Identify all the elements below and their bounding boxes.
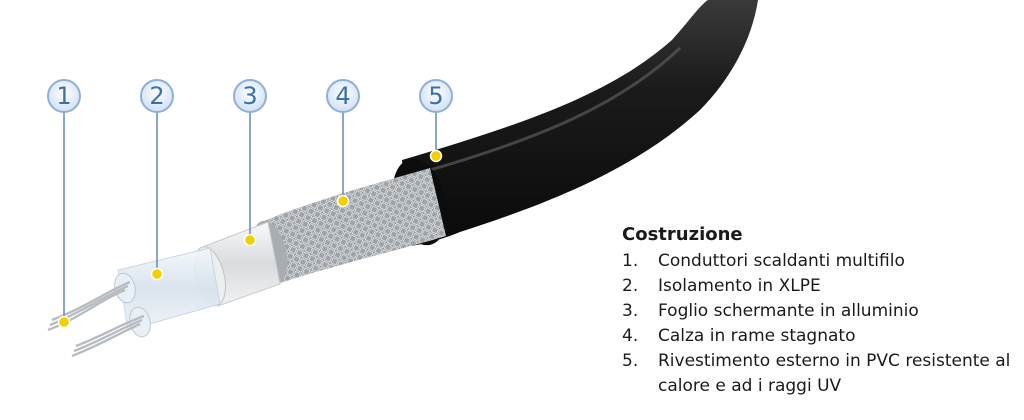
legend-item-text: Calza in rame stagnato [658,326,856,346]
legend-item: 2. Isolamento in XLPE [622,274,1022,299]
legend-item-number: 3. [622,301,639,321]
legend-item: 4. Calza in rame stagnato [622,324,1022,349]
legend-item-number: 4. [622,326,639,346]
marker-5: 5 [419,79,453,113]
construction-legend: Costruzione 1. Conduttori scaldanti mult… [622,224,1022,399]
marker-5-label: 5 [428,82,443,110]
legend-item: 5. Rivestimento esterno in PVC resistent… [622,349,1022,399]
braid [262,168,446,284]
legend-item-text: Isolamento in XLPE [658,276,821,296]
marker-4-label: 4 [335,82,350,110]
callout-dots [57,149,443,329]
marker-3-label: 3 [242,82,257,110]
legend-list: 1. Conduttori scaldanti multifilo 2. Iso… [622,249,1022,399]
marker-2-label: 2 [149,82,164,110]
legend-item-text: Foglio schermante in alluminio [658,301,919,321]
legend-item-text: Conduttori scaldanti multifilo [658,251,905,271]
legend-item-number: 2. [622,276,639,296]
jacket-highlight [429,46,682,172]
marker-4: 4 [326,79,360,113]
legend-title: Costruzione [622,224,743,245]
legend-item: 1. Conduttori scaldanti multifilo [622,249,1022,274]
legend-item-text: Rivestimento esterno in PVC resistente a… [658,351,1011,396]
outer-jacket [402,0,758,246]
legend-item: 3. Foglio schermante in alluminio [622,299,1022,324]
marker-1: 1 [47,79,81,113]
marker-1-label: 1 [56,82,71,110]
legend-item-number: 1. [622,251,639,271]
leader-lines [63,110,437,322]
marker-3: 3 [233,79,267,113]
legend-item-number: 5. [622,351,639,371]
marker-2: 2 [140,79,174,113]
